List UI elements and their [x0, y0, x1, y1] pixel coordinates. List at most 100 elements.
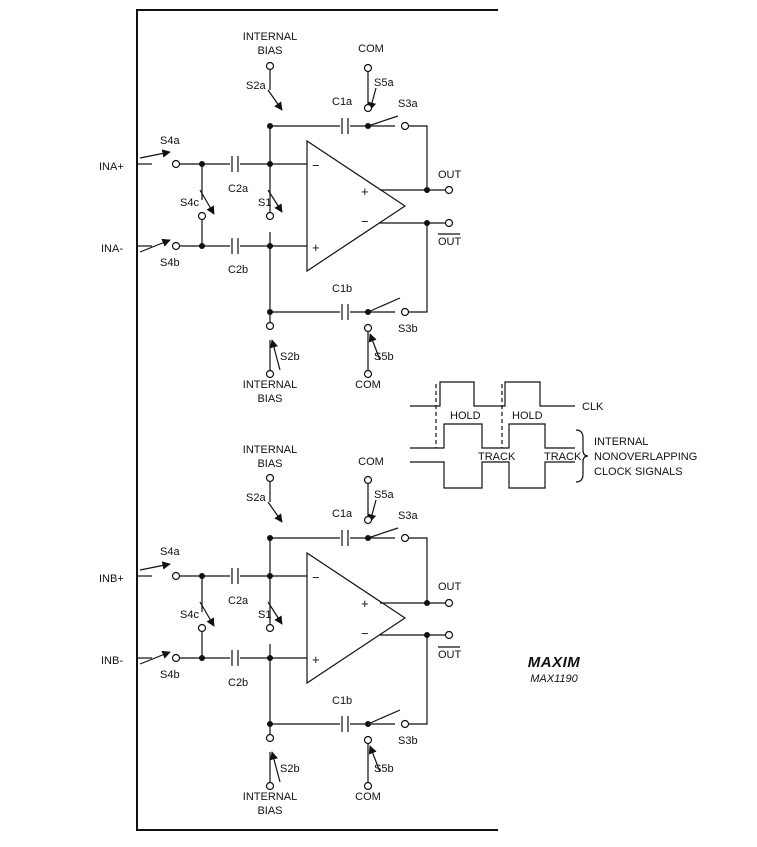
switch-s2a: [267, 89, 283, 111]
b-cap-c1b-label: C1b: [332, 695, 352, 707]
switch-s5b: [368, 333, 381, 361]
switch-s4c: [199, 189, 215, 215]
clk-waveform: [410, 381, 575, 407]
b-cap-c1a-label: C1a: [332, 508, 353, 520]
b-switch-s3a: [367, 527, 399, 539]
b-amp-out-minus-sign: −: [361, 626, 369, 641]
cap-c2a-label: C2a: [228, 183, 249, 195]
input-ina-plus-label: INA+: [99, 161, 124, 173]
amplifier-b: [306, 551, 407, 685]
b-amp-out-plus-sign: +: [361, 596, 369, 611]
b-switch-s2b-label: S2b: [280, 763, 300, 775]
cap-c1a-label: C1a: [332, 96, 353, 108]
b-capacitor-c1a: [341, 530, 349, 546]
amp-in-minus-sign: −: [312, 158, 320, 173]
wire-outbar: [405, 222, 446, 313]
b-switch-s4c: [199, 601, 215, 627]
switch-s4a-label: S4a: [160, 135, 180, 147]
b-wire-outbar: [405, 634, 446, 725]
input-inb-plus-label: INB+: [99, 573, 124, 585]
brand-block: MAXIM MAX1190: [528, 654, 580, 685]
internal-bias-top-line2: BIAS: [257, 45, 282, 57]
chip-boundary: [136, 9, 498, 831]
b-switch-s1-label: S1: [258, 609, 271, 621]
switch-s2b-label: S2b: [280, 351, 300, 363]
internal-bias-bottom-line2: BIAS: [257, 393, 282, 405]
junctions-a: [199, 123, 430, 315]
junctions-b: [199, 535, 430, 727]
b-internal-bias-top-line2: BIAS: [257, 458, 282, 470]
clock-note-line3: CLOCK SIGNALS: [594, 466, 683, 478]
switch-s3a-label: S3a: [398, 98, 418, 110]
switch-s4b-label: S4b: [160, 257, 180, 269]
input-inb-minus-label: INB-: [101, 655, 123, 667]
b-com-bottom-label: COM: [355, 791, 381, 803]
switch-s1-label: S1: [258, 197, 271, 209]
capacitor-c1a: [341, 118, 349, 134]
hold-waveform: [410, 461, 575, 489]
brace: [575, 429, 589, 483]
b-internal-bias-bottom-line2: BIAS: [257, 805, 282, 817]
wire-out: [405, 125, 446, 191]
b-cap-c2b-label: C2b: [228, 677, 248, 689]
b-capacitor-c2b: [231, 650, 239, 666]
out-label: OUT: [438, 169, 462, 181]
b-switch-s5b: [368, 745, 381, 773]
capacitor-c2b: [231, 238, 239, 254]
capacitor-c1b: [341, 304, 349, 320]
b-switch-s1: [267, 601, 283, 625]
switch-s5a-label: S5a: [374, 77, 394, 89]
switch-s1: [267, 189, 283, 213]
b-wire-out: [405, 537, 446, 604]
part-number: MAX1190: [530, 673, 578, 685]
b-amp-in-minus-sign: −: [312, 570, 320, 585]
internal-bias-top-line1: INTERNAL: [243, 31, 297, 43]
b-switch-s3b: [367, 709, 401, 725]
switch-s4b: [139, 238, 171, 253]
switch-s3b: [367, 297, 401, 313]
amp-in-plus-sign: +: [312, 240, 320, 255]
capacitor-c2a: [231, 156, 239, 172]
b-capacitor-c2a: [231, 568, 239, 584]
internal-bias-bottom-line1: INTERNAL: [243, 379, 297, 391]
b-switch-s5b-label: S5b: [374, 763, 394, 775]
track-label-2: TRACK: [544, 451, 582, 463]
b-switch-s5a-label: S5a: [374, 489, 394, 501]
b-internal-bias-top-line1: INTERNAL: [243, 444, 297, 456]
b-switch-s4c-label: S4c: [180, 609, 199, 621]
out-bar-label: OUT: [438, 236, 462, 248]
b-switch-s3a-label: S3a: [398, 510, 418, 522]
b-switch-s3b-label: S3b: [398, 735, 418, 747]
input-ina-minus-label: INA-: [101, 243, 123, 255]
amplifier-a: [306, 139, 407, 273]
switch-s3b-label: S3b: [398, 323, 418, 335]
b-switch-s2a: [267, 501, 283, 523]
switch-s2b: [269, 339, 281, 371]
b-out-bar-label: OUT: [438, 649, 462, 661]
clock-note-line1: INTERNAL: [594, 436, 648, 448]
b-switch-s4a: [139, 561, 171, 571]
com-bottom-label: COM: [355, 379, 381, 391]
cap-c1b-label: C1b: [332, 283, 352, 295]
channel-a: INTERNAL BIAS COM S2a S5a C1a S3a S4a IN…: [99, 31, 462, 405]
amp-out-plus-sign: +: [361, 184, 369, 199]
timing-diagram: HOLD HOLD TRACK TRACK CLK INTERNAL NONOV…: [410, 381, 697, 489]
switch-s2a-label: S2a: [246, 80, 266, 92]
b-switch-s4b-label: S4b: [160, 669, 180, 681]
b-internal-bias-bottom-line1: INTERNAL: [243, 791, 297, 803]
clk-label: CLK: [582, 401, 604, 413]
b-switch-s4b: [139, 650, 171, 665]
b-out-label: OUT: [438, 581, 462, 593]
channel-b: INTERNAL BIAS COM S2a S5a C1a S3a S4a IN…: [99, 444, 462, 817]
cap-c2b-label: C2b: [228, 264, 248, 276]
b-cap-c2a-label: C2a: [228, 595, 249, 607]
hold-label-1: HOLD: [450, 410, 481, 422]
com-top-label: COM: [358, 43, 384, 55]
track-label-1: TRACK: [478, 451, 516, 463]
b-switch-s4a-label: S4a: [160, 546, 180, 558]
hold-label-2: HOLD: [512, 410, 543, 422]
switch-s3a: [367, 115, 399, 127]
switch-s4c-label: S4c: [180, 197, 199, 209]
